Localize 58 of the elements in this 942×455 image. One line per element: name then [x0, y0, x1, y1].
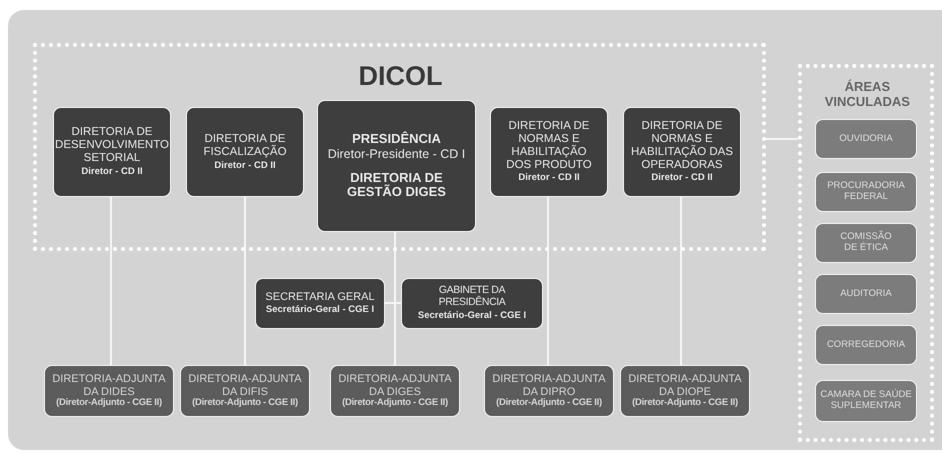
unit-title: PROCURADORIA FEDERAL — [826, 181, 906, 203]
unit-title: PRESIDÊNCIA — [352, 132, 441, 147]
deputy-directorate-box — [330, 365, 460, 417]
group-heading: ÁREAS VINCULADAS — [824, 80, 911, 110]
role-label: Diretor - CD II — [651, 173, 713, 184]
unit-title: DIRETORIA-ADJUNTA DA DIGES — [337, 373, 453, 398]
role-label: Secretário-Geral - CGE I — [266, 305, 374, 316]
unit-box — [815, 119, 917, 159]
role-label: Secretário-Geral - CGE I — [418, 310, 526, 322]
office-box — [401, 278, 543, 329]
dotted-group-frame — [33, 43, 766, 251]
unit-box — [815, 380, 917, 422]
unit-title: DIRETORIA-ADJUNTA DA DIPRO — [491, 373, 607, 398]
deputy-directorate-box — [620, 365, 750, 417]
unit-title: OUVIDORIA — [839, 134, 893, 144]
role-label: (Diretor-Adjunto - CGE II) — [632, 398, 738, 409]
unit-box — [815, 172, 917, 212]
connector-line — [110, 197, 112, 365]
directorate-box — [186, 107, 304, 197]
unit-box — [815, 325, 917, 365]
connector-line — [766, 138, 798, 140]
deputy-directorate-box — [484, 365, 614, 417]
role-label: Diretor - CD II — [214, 160, 276, 172]
connector-line — [547, 197, 549, 365]
unit-title: DIRETORIA DE NORMAS E HABILITAÇÃO DAS OPERADORAS — [630, 120, 734, 172]
office-box — [255, 278, 385, 329]
connector-line — [680, 197, 682, 365]
deputy-directorate-box — [44, 365, 174, 417]
unit-title: AUDITORIA — [840, 288, 892, 300]
unit-title: DIRETORIA-ADJUNTA DA DIOPE — [627, 373, 743, 398]
dotted-group-frame — [798, 64, 934, 442]
unit-title: DIRETORIA DE NORMAS E HABILITAÇÃO DOS PRODUTO — [505, 120, 593, 172]
unit-title: DIRETORIA DE FISCALIZAÇÃO — [202, 132, 288, 159]
role-label: (Diretor-Adjunto - CGE II) — [56, 398, 162, 409]
group-heading: DICOL — [358, 61, 444, 92]
directorate-box — [490, 107, 608, 197]
unit-title: CAMARA DE SAÚDE SUPLEMENTAR — [819, 390, 913, 412]
role-label: Diretor - CD II — [81, 167, 143, 178]
role-label: (Diretor-Adjunto - CGE II) — [496, 398, 602, 409]
role-label: Diretor - CD II — [518, 173, 580, 184]
role-label: (Diretor-Adjunto - CGE II) — [342, 398, 448, 409]
presidency-box — [317, 100, 476, 232]
connector-line — [244, 197, 246, 365]
unit-title: DIRETORIA-ADJUNTA DA DIFIS — [187, 373, 303, 398]
unit-box — [815, 223, 917, 263]
unit-title: GABINETE DA PRESIDÊNCIA — [438, 285, 507, 309]
unit-box — [815, 274, 917, 314]
unit-title: DIRETORIA DE DESENVOLVIMENTO SETORIAL — [55, 126, 169, 165]
deputy-directorate-box — [180, 365, 310, 417]
role-label: DIRETORIA DE GESTÃO DIGES — [346, 170, 447, 200]
role-label: (Diretor-Adjunto - CGE II) — [192, 398, 298, 409]
unit-title: DIRETORIA-ADJUNTA DA DIDES — [51, 373, 167, 398]
directorate-box — [53, 107, 171, 197]
unit-title: COMISSÃO DE ÉTICA — [839, 232, 893, 254]
unit-title: SECRETARIA GERAL — [265, 291, 375, 304]
unit-title: CORREGEDORIA — [826, 340, 906, 350]
directorate-box — [623, 107, 741, 197]
role-label: Diretor-Presidente - CD I — [328, 146, 466, 161]
